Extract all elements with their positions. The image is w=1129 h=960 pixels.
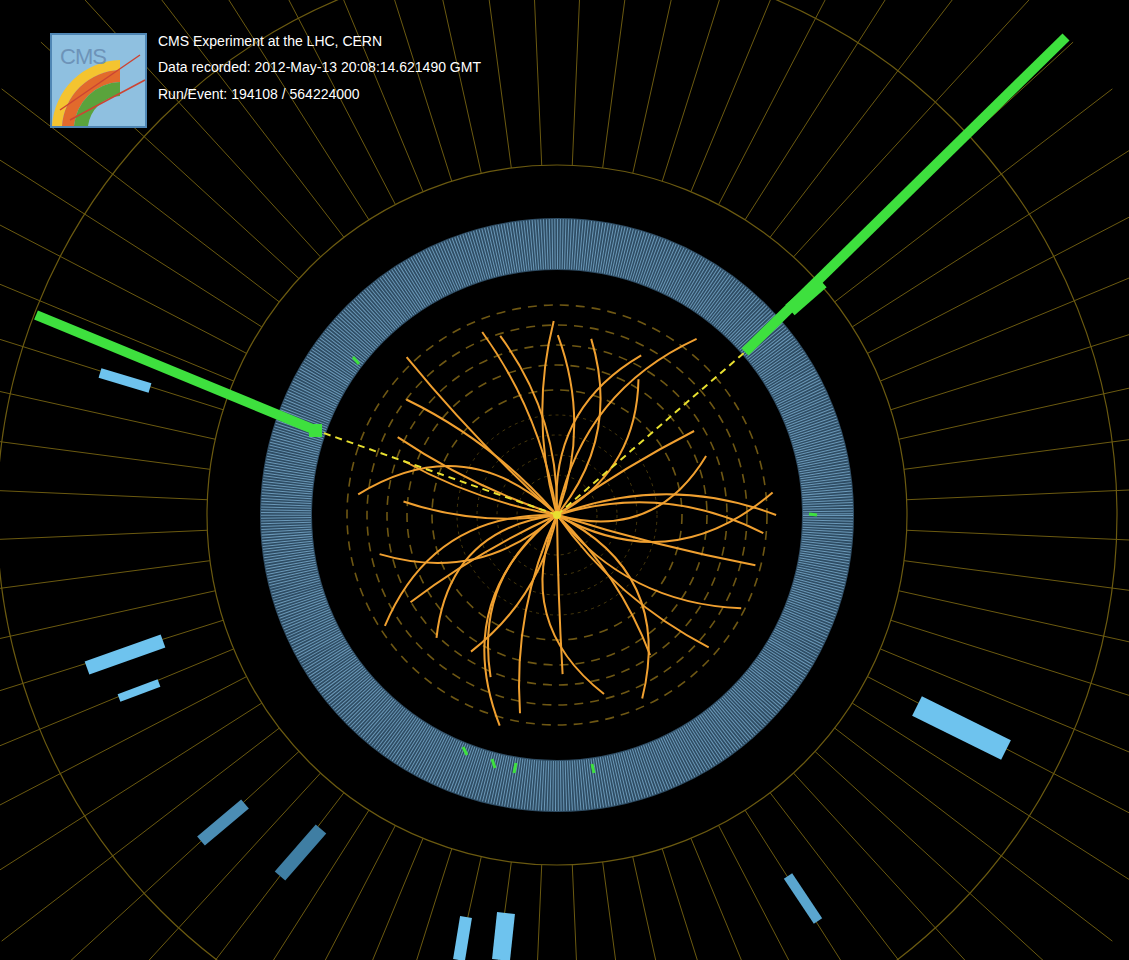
ecal-hits — [353, 357, 817, 773]
cms-logo — [50, 33, 147, 128]
ecal-cells — [286, 244, 828, 786]
vertex — [553, 511, 561, 519]
ecal-barrel — [286, 244, 828, 786]
hcal-inner-boundary — [207, 165, 907, 865]
record-date: Data recorded: 2012-May-13 20:08:14.6214… — [158, 59, 481, 76]
logo-text: CMS — [60, 44, 106, 70]
charged-tracks — [358, 321, 776, 726]
tracker-volume — [313, 271, 801, 759]
experiment-name: CMS Experiment at the LHC, CERN — [158, 33, 382, 50]
photon-candidates — [36, 37, 1066, 515]
run-event: Run/Event: 194108 / 564224000 — [158, 86, 360, 103]
tracker-layers — [347, 305, 767, 725]
